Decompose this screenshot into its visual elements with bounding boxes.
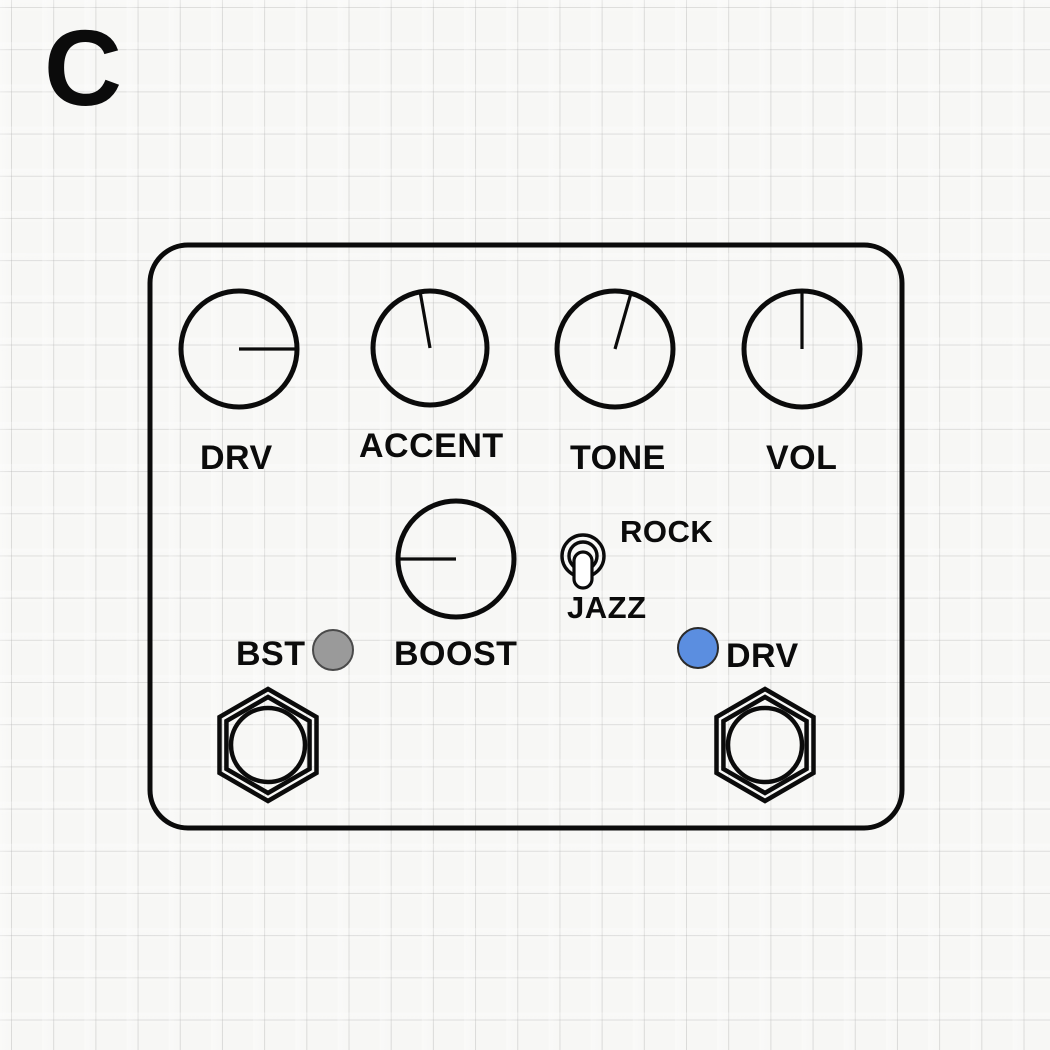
drv-footswitch-outer-hex[interactable]	[714, 686, 816, 804]
bst-footswitch-button[interactable]	[228, 705, 308, 785]
bst-footswitch-inner-hex	[224, 694, 312, 796]
drv-footswitch-button[interactable]	[725, 705, 805, 785]
pedal-outline	[147, 242, 905, 831]
knob-tone[interactable]	[554, 288, 676, 410]
knob-label-accent: ACCENT	[359, 427, 504, 465]
knob-label-tone: TONE	[570, 439, 666, 477]
knob-label-boost: BOOST	[394, 635, 518, 673]
knob-label-drv: DRV	[200, 439, 273, 477]
brand-logo: C	[44, 7, 122, 128]
knob-boost[interactable]	[395, 498, 517, 620]
led-drv	[677, 627, 719, 669]
knob-pointer-accent	[418, 293, 432, 349]
knob-drv[interactable]	[178, 288, 300, 410]
toggle-label-rock: ROCK	[620, 514, 714, 549]
led-label-drv: DRV	[726, 637, 799, 675]
knob-label-vol: VOL	[766, 439, 838, 477]
knob-vol[interactable]	[741, 288, 863, 410]
knob-accent[interactable]	[370, 288, 490, 408]
knob-pointer-tone	[613, 294, 632, 350]
bst-footswitch-outer-hex[interactable]	[217, 686, 319, 804]
led-bst	[312, 629, 354, 671]
drv-footswitch-inner-hex	[721, 694, 809, 796]
led-label-bst: BST	[236, 635, 306, 673]
toggle-label-jazz: JAZZ	[567, 590, 647, 625]
toggle-lever[interactable]	[572, 550, 594, 590]
